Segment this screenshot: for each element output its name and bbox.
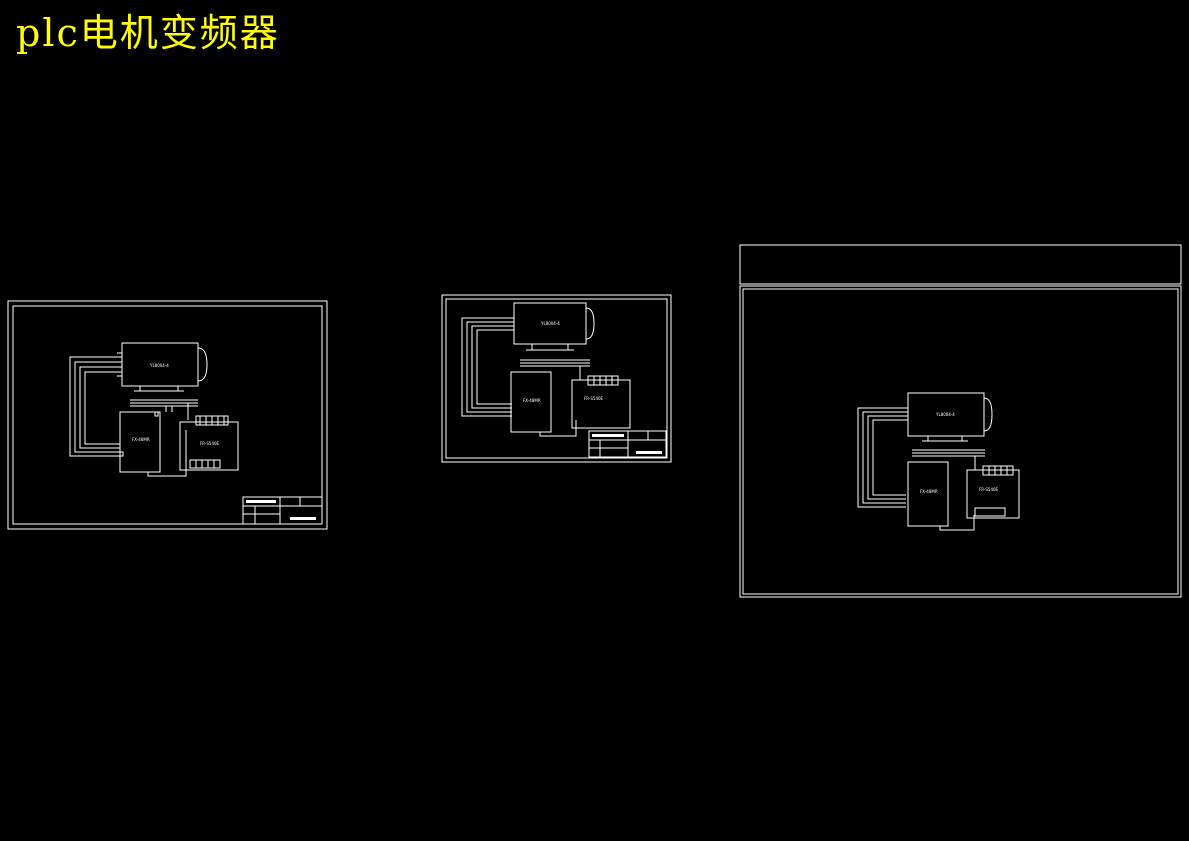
sheet-2-plc-label: FX-48MR: [523, 398, 541, 403]
sheet-1-title-block: [242, 496, 323, 525]
sheet-1-wires: [69, 356, 198, 477]
sheet-1-motor: YL8004-4: [117, 342, 208, 392]
sheet-3-header-frame: [739, 244, 1182, 285]
sheet-2-inverter-label: FR-S540E: [584, 396, 604, 401]
sheet-3-motor: YL8004-4: [907, 392, 993, 442]
sheet-2-title-block: [588, 430, 667, 458]
sheet-3-outer-border: [739, 285, 1182, 598]
drawing-title: plc电机变频器: [16, 11, 280, 55]
sheet-3-wires: [857, 407, 985, 531]
sheet-3: YL8004-4 FX-48MR FR-S540E: [739, 244, 1182, 598]
sheet-2: YL8004-4 FX-48MR FR-S540E: [441, 294, 672, 463]
sheet-3-inverter-label: FR-S540E: [979, 487, 999, 492]
sheet-3-plc-label: FX-48MR: [920, 489, 938, 494]
sheet-1-inner-border: [12, 305, 323, 525]
sheet-1-inverter-label: FR-S540E: [200, 441, 220, 446]
sheet-1-plc: FX-48MR: [119, 411, 161, 473]
sheet-1-outer-border: [7, 300, 328, 530]
sheet-1-motor-label: YL8004-4: [149, 363, 169, 368]
sheet-3-motor-label: YL8004-4: [935, 412, 955, 417]
sheet-2-motor-label: YL8004-4: [540, 321, 560, 326]
sheet-3-plc: FX-48MR: [907, 461, 949, 527]
sheet-3-inner-border: [742, 288, 1179, 595]
sheet-3-inverter: FR-S540E: [966, 465, 1020, 519]
sheet-2-motor: YL8004-4: [513, 302, 595, 351]
sheet-1-plc-label: FX-48MR: [132, 437, 150, 442]
sheet-2-plc: FX-48MR: [510, 371, 552, 433]
sheet-2-inner-border: [445, 298, 668, 459]
sheet-1-inverter: FR-S540E: [179, 415, 239, 471]
sheet-2-wires: [461, 317, 590, 437]
sheet-2-inverter: FR-S540E: [571, 375, 631, 429]
sheet-1: YL8004-4 FX-48MR: [7, 300, 328, 530]
sheet-2-outer-border: [441, 294, 672, 463]
